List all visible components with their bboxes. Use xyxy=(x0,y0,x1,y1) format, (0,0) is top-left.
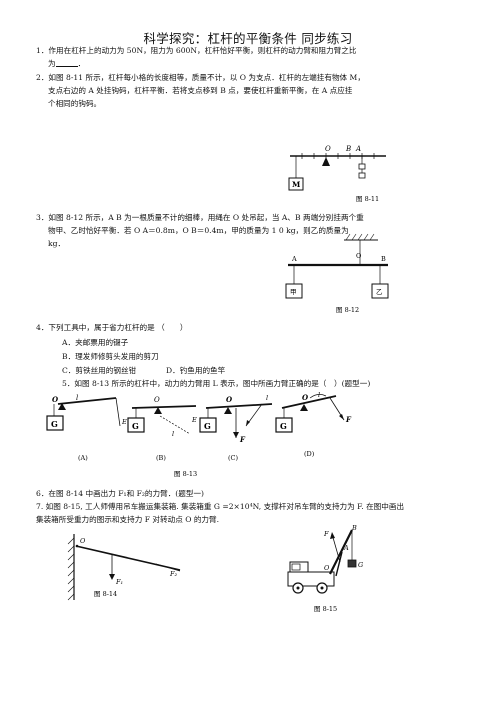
fig813c-l: l xyxy=(266,394,268,402)
fig813b-l: l xyxy=(172,430,174,438)
fig813-panel-b: O l E G (B) xyxy=(127,396,197,462)
q4-option-d: D．钓鱼用的鱼竿 xyxy=(166,366,226,375)
fig812-caption: 图 8-12 xyxy=(336,306,359,314)
q7-line1: 7. 如图 8-15, 工人师傅用吊车搬运集装箱. 集装箱重 G =2×10⁴N… xyxy=(36,502,405,511)
fig812-label-b: B xyxy=(381,255,386,263)
fig814-caption: 图 8-14 xyxy=(94,590,117,598)
fig815-caption: 图 8-15 xyxy=(314,605,337,613)
q3-line2: 物甲、乙时恰好平衡．若 O A＝0.8m，O B＝0.4m，甲的质量为 1 0 … xyxy=(48,226,349,235)
q1-prefix: 为 xyxy=(48,59,56,68)
fig815-f: F xyxy=(323,530,329,538)
fig813c-g: G xyxy=(204,421,211,431)
page-title: 科学探究：杠杆的平衡条件 同步练习 xyxy=(143,31,353,46)
fig813a-o: O xyxy=(52,395,59,404)
fig813-label-d: (D) xyxy=(304,450,315,458)
q1-line1: 1．作用在杠杆上的动力为 50N，阻力为 600N，杠杆恰好平衡，则杠杆的动力臂… xyxy=(36,46,357,55)
q4-option-c: C．剪铁丝用的钢丝钳 xyxy=(62,366,137,375)
fig815-g: G xyxy=(358,561,363,569)
fig811-label-b: B xyxy=(345,145,351,153)
fig813b-e: E xyxy=(191,416,197,424)
fig812-label-jia: 甲 xyxy=(290,288,297,296)
fig813-panel-c: O l F G (C) xyxy=(199,394,273,462)
fig811-label-o: O xyxy=(325,145,331,153)
figure-8-14: O F₁ F₂ 图 8-14 xyxy=(67,534,181,601)
fig813-caption: 图 8-13 xyxy=(174,470,197,478)
fig812-label-yi: 乙 xyxy=(376,288,383,296)
fig815-a: A xyxy=(343,544,349,552)
fig813d-l: l xyxy=(318,392,320,399)
fig813-label-a: (A) xyxy=(78,454,88,462)
fig813d-f: F xyxy=(345,415,352,424)
fig813c-o: O xyxy=(226,395,233,404)
fig813c-f: F xyxy=(239,435,246,444)
fig813-label-c: (C) xyxy=(228,454,239,462)
fig813a-g: G xyxy=(51,419,58,429)
fig813a-l: l xyxy=(76,394,78,402)
fig813d-g: G xyxy=(280,421,287,431)
fig811-caption: 图 8-11 xyxy=(356,195,379,203)
fig815-b: B xyxy=(351,524,357,532)
figure-8-12: A O B 甲 乙 图 8-12 xyxy=(285,233,389,314)
q1-line2: 为． xyxy=(48,58,85,69)
q4-option-b: B．理发师修剪头发用的剪刀 xyxy=(62,352,159,361)
fig813b-g: G xyxy=(132,421,139,431)
q1-suffix: ． xyxy=(77,59,86,68)
q6-text: 6．在图 8-14 中画出力 F₁和 F₂的力臂．(题型一) xyxy=(36,489,205,498)
q4-stem: 4．下列工具中，属于省力杠杆的是 （ ） xyxy=(36,323,188,332)
q1-answer-blank[interactable] xyxy=(55,59,78,67)
q3-line3: kg． xyxy=(48,239,66,248)
fig813b-o: O xyxy=(154,396,160,404)
fig812-label-o: O xyxy=(356,252,361,260)
figure-8-13: O l G E (A) O l E G (B) O l F G (C) xyxy=(46,392,352,478)
figure-8-15: F B A O G 图 8-15 xyxy=(287,524,363,613)
fig813d-o: O xyxy=(302,393,309,402)
fig815-o: O xyxy=(324,564,330,572)
fig811-label-m: M xyxy=(292,180,300,189)
q2-line2: 支点右边的 A 处挂钩码，杠杆平衡．若将支点移到 B 点，要使杠杆重新平衡，在 … xyxy=(48,86,353,95)
q2-line1: 2．如图 8-11 所示，杠杆每小格的长度相等，质量不计，以 O 为支点．杠杆的… xyxy=(36,73,365,82)
q5-text: 5．如图 8-13 所示的杠杆中，动力的力臂用 L 表示，图中所画力臂正确的是（… xyxy=(62,379,371,388)
fig813-label-b: (B) xyxy=(156,454,166,462)
q4-option-a: A．夹邮票用的镊子 xyxy=(62,338,129,347)
fig811-label-a: A xyxy=(355,145,361,153)
q3-line1: 3．如图 8-12 所示，A B 为一根质量不计的细棒，用绳在 O 处吊起，当 … xyxy=(36,213,364,222)
fig814-f1: F₁ xyxy=(115,578,123,586)
q2-line3: 个相同的钩码。 xyxy=(48,99,102,108)
fig814-o: O xyxy=(80,537,86,545)
q7-line2: 集装箱所受重力的图示和支持力 F 对转动点 O 的力臂. xyxy=(36,515,220,524)
figure-8-11: O B A M 图 8-11 xyxy=(288,145,386,203)
fig813-panel-a: O l G E (A) xyxy=(46,394,127,462)
fig813a-e: E xyxy=(121,418,127,426)
fig813-panel-d: O l F G (D) xyxy=(275,392,352,458)
fig812-label-a: A xyxy=(291,255,297,263)
fig814-f2: F₂ xyxy=(169,570,178,578)
